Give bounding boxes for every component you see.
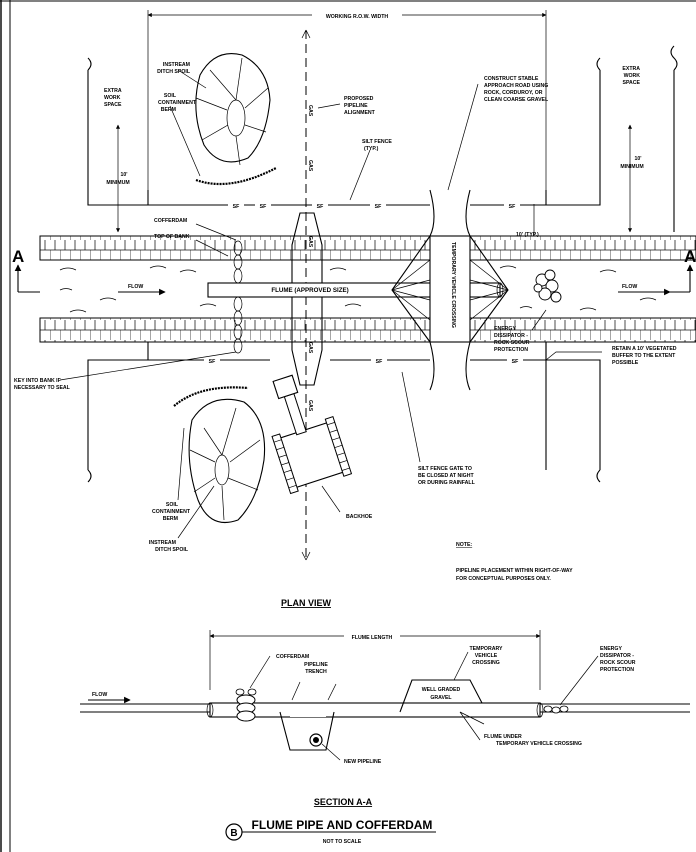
cofferdam-label: COFFERDAM [154, 218, 187, 224]
note-heading: NOTE: [456, 542, 472, 548]
temp-vehicle-crossing-label: TEMPORARY VEHICLE CROSSING [450, 242, 456, 328]
top-of-bank-label: TOP OF BANK [154, 234, 190, 240]
flow-label: FLOW [128, 284, 143, 290]
flow-arrow-right: FLOW [618, 284, 671, 296]
sf-label: SF [512, 359, 519, 365]
svg-text:A: A [12, 247, 24, 266]
backhoe [271, 374, 353, 495]
gas-label: GAS [307, 160, 313, 172]
backhoe-label: BACKHOE [346, 514, 373, 520]
pipeline-trench [291, 212, 323, 386]
plan-view: WORKING R.O.W. WIDTH [12, 10, 696, 608]
ten-ft-minimum-left-label: 10'MINIMUM [106, 172, 129, 186]
gas-label: GAS [307, 236, 313, 248]
plan-view-title: PLAN VIEW [281, 598, 332, 608]
silt-fence-top: SF SF SF SF SF [148, 189, 546, 237]
cofferdam-section [235, 688, 257, 722]
pipeline-trench-section [279, 711, 335, 751]
ten-ft-minimum-right-label: 10'MINIMUM [620, 156, 643, 170]
section-aa: FLUME LENGTH [80, 630, 690, 807]
svg-text:A: A [684, 247, 696, 266]
sf-label: SF [260, 204, 267, 210]
flume-length-label: FLUME LENGTH [352, 635, 393, 641]
gas-label: GAS [307, 342, 313, 354]
flow-label: FLOW [92, 692, 107, 698]
sf-label: SF [317, 204, 324, 210]
sf-label: SF [376, 359, 383, 365]
flume-pipe-section [209, 702, 541, 718]
sf-label: SF [509, 204, 516, 210]
gas-label: GAS [307, 400, 313, 412]
section-aa-title: SECTION A-A [314, 797, 373, 807]
silt-fence-typ-label: SILT FENCE(TYP.) [362, 139, 392, 152]
flow-label: FLOW [622, 284, 637, 290]
ten-ft-typ-label: 10' (TYP.) [516, 232, 539, 238]
energy-dissipator-section [543, 705, 569, 714]
soil-berm-bottom [173, 386, 249, 407]
row-width-dimension: WORKING R.O.W. WIDTH [147, 10, 547, 190]
section-marker-right: A [670, 247, 696, 293]
instream-spoil-bottom [188, 398, 266, 524]
flume-pipe: FLUME (APPROVED SIZE) [207, 282, 504, 298]
section-marker-left: A [12, 247, 40, 293]
cofferdam-section-label: COFFERDAM [276, 654, 309, 660]
gas-label: GAS [307, 105, 313, 117]
flow-arrow-left: FLOW [118, 284, 166, 296]
gravel-crossing-section [399, 679, 540, 713]
temporary-vehicle-crossing: TEMPORARY VEHICLE CROSSING [391, 235, 509, 343]
sf-label: SF [209, 359, 216, 365]
silt-fence-bottom: SF SF SF [87, 341, 601, 483]
drawing-title-block: B FLUME PIPE AND COFFERDAM NOT TO SCALE [225, 818, 436, 845]
stream-channel [39, 235, 696, 343]
instream-spoil-top [195, 53, 271, 166]
flume-approved-label: FLUME (APPROVED SIZE) [271, 287, 348, 294]
new-pipeline-label: NEW PIPELINE [344, 759, 382, 765]
detail-badge: B [230, 828, 237, 839]
sf-label: SF [375, 204, 382, 210]
leader-lines [59, 69, 602, 539]
energy-dissipator-plan [533, 269, 562, 303]
soil-berm-top [195, 167, 277, 186]
row-width-label: WORKING R.O.W. WIDTH [326, 14, 388, 20]
sf-label: SF [233, 204, 240, 210]
not-to-scale-label: NOT TO SCALE [323, 839, 362, 845]
upper-workspace-boundary [87, 45, 678, 232]
drawing-title: FLUME PIPE AND COFFERDAM [252, 818, 433, 832]
